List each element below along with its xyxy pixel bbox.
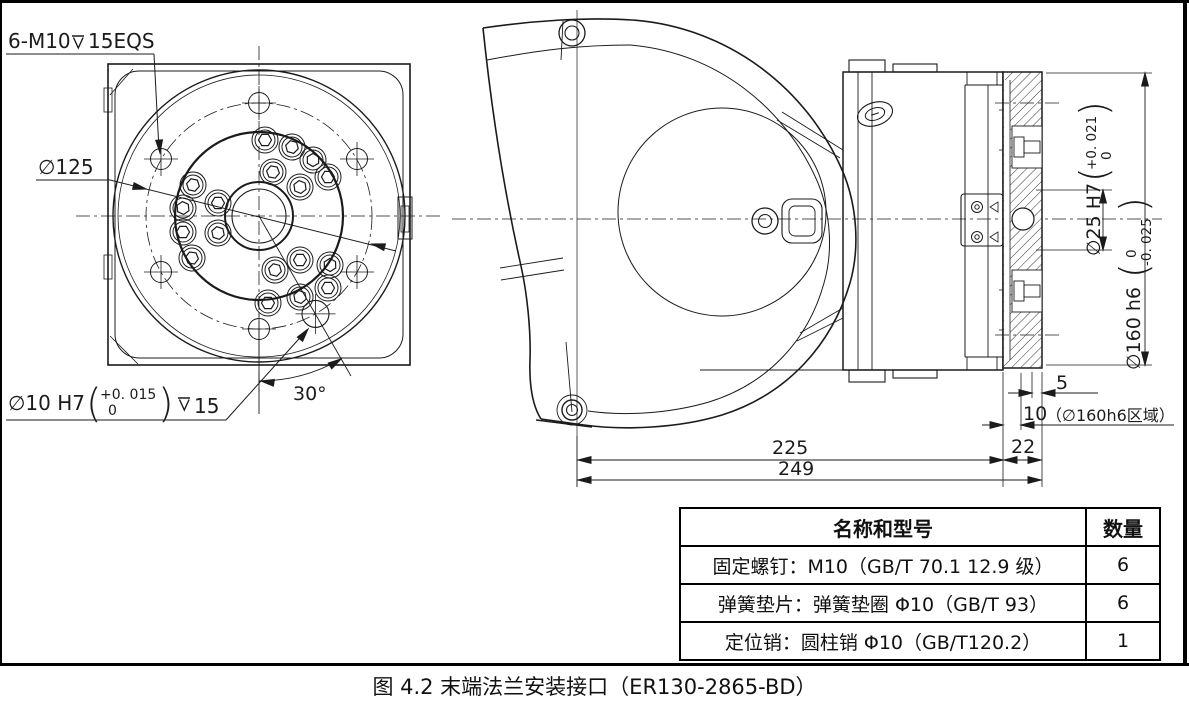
- part-name: 定位销：圆柱销 Φ10（GB/T120.2）: [679, 621, 1087, 661]
- bolt-circle-dia: ∅125: [38, 155, 94, 179]
- part-name: 弹簧垫片：弹簧垫圈 Φ10（GB/T 93）: [679, 583, 1087, 623]
- screw-cluster: [165, 126, 349, 317]
- header-name: 名称和型号: [679, 507, 1087, 547]
- flange-tol-upper: 0: [1124, 249, 1140, 258]
- header-qty: 数量: [1085, 507, 1161, 547]
- dim-5: 5: [1056, 372, 1068, 394]
- flange-tol-lower: -0. 025: [1139, 218, 1155, 266]
- paren-close: ): [1112, 197, 1156, 212]
- flange-dia-label: ∅160 h6: [1123, 287, 1145, 370]
- paren-open: (: [1072, 167, 1116, 182]
- pin-depth: 15: [194, 394, 219, 418]
- part-qty: 6: [1085, 545, 1161, 585]
- part-qty: 6: [1085, 583, 1161, 623]
- pin-dia-tol-lower: 0: [1099, 151, 1115, 160]
- pin-dia-tol-upper: +0. 021: [1084, 116, 1100, 170]
- thread-callout-prefix: 6-M10: [8, 29, 71, 53]
- part-qty: 1: [1085, 621, 1161, 661]
- depth-symbol: [178, 397, 190, 412]
- table-row: 定位销：圆柱销 Φ10（GB/T120.2） 1: [679, 621, 1161, 661]
- flange-plate-section: [995, 71, 1062, 369]
- side-view-labels: ∅25 H7 ( +0. 021 0 ) ∅160 h6 ( 0 -0. 025…: [772, 101, 1175, 480]
- frame-bottom: [0, 663, 1189, 666]
- table-header-row: 名称和型号 数量: [679, 507, 1161, 547]
- part-name: 固定螺钉：M10（GB/T 70.1 12.9 级）: [679, 545, 1087, 585]
- paren-close: ): [1072, 101, 1116, 116]
- pin-dia-label: ∅25 H7: [1083, 183, 1105, 256]
- paren-open: (: [86, 381, 102, 427]
- paren-close: ): [158, 381, 174, 427]
- frame-right: [1183, 0, 1187, 666]
- table-row: 固定螺钉：M10（GB/T 70.1 12.9 级） 6: [679, 545, 1161, 585]
- pin-callout: ∅10 H7: [8, 391, 85, 415]
- dim-225: 225: [772, 437, 808, 459]
- thread-callout-suffix: 15EQS: [88, 29, 155, 53]
- dim-10: 10: [1023, 403, 1047, 425]
- depth-symbol: [72, 35, 84, 50]
- frame-top: [0, 0, 1189, 3]
- dim-249: 249: [778, 458, 814, 480]
- figure-caption: 图 4.2 末端法兰安装接口（ER130-2865-BD）: [372, 675, 817, 699]
- front-view: [6, 46, 442, 421]
- pin-tol-lower: 0: [108, 403, 117, 419]
- dim-22: 22: [1011, 436, 1035, 458]
- pin-tol-upper: +0. 015: [100, 387, 156, 403]
- parts-table: 名称和型号 数量 固定螺钉：M10（GB/T 70.1 12.9 级） 6 弹簧…: [679, 507, 1161, 661]
- dim-10-note: （∅160h6区域）: [1046, 406, 1175, 425]
- side-view: [452, 10, 1174, 487]
- paren-open: (: [1112, 263, 1156, 278]
- frame-left: [0, 0, 2, 666]
- table-row: 弹簧垫片：弹簧垫圈 Φ10（GB/T 93） 6: [679, 583, 1161, 623]
- front-view-labels: 6-M10 15EQS ∅125 ∅10 H7 ( +0. 015 0 ) 15…: [8, 29, 327, 427]
- angle-label: 30°: [293, 383, 327, 405]
